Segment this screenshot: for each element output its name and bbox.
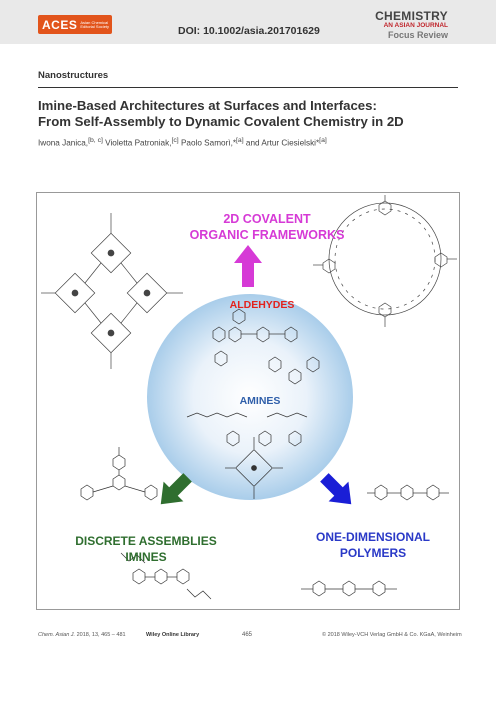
title-line-1: Imine-Based Architectures at Surfaces an…: [38, 98, 377, 113]
affiliation-mark: [b, c]: [88, 137, 103, 144]
label-1d-polymers: ONE-DIMENSIONAL POLYMERS: [293, 529, 453, 561]
article-title: Imine-Based Architectures at Surfaces an…: [38, 98, 468, 130]
figure-artwork: [41, 195, 457, 600]
affiliation-mark: [a]: [236, 137, 244, 144]
label-2d-cof: 2D COVALENT ORGANIC FRAMEWORKS: [187, 211, 347, 243]
affiliation-mark: [c]: [171, 137, 179, 144]
journal-header-bar: ACES Asian Chemical Editorial Society DO…: [0, 0, 496, 44]
doi-text[interactable]: DOI: 10.1002/asia.201701629: [178, 25, 320, 37]
author-name: Iwona Janica,: [38, 138, 89, 148]
author-name: Violetta Patroniak,: [102, 138, 172, 148]
label-2d-cof-line1: 2D COVALENT: [223, 212, 311, 226]
discrete-imine-structure: [120, 552, 212, 600]
central-glow-circle: [147, 294, 353, 500]
aldehyde-structures: [212, 308, 320, 385]
arrow-down-right-icon: [320, 473, 352, 505]
title-line-2: From Self-Assembly to Dynamic Covalent C…: [38, 114, 404, 129]
aces-logo-text: ACES: [42, 17, 78, 32]
copyright: © 2018 Wiley-VCH Verlag GmbH & Co. KGaA,…: [322, 632, 462, 638]
citation: Chem. Asian J. 2018, 13, 465 – 481: [38, 632, 126, 638]
author-name: and Artur Ciesielski*: [243, 138, 320, 148]
journal-logo: CHEMISTRY AN ASIAN JOURNAL Focus Review: [375, 10, 448, 41]
author-list: Iwona Janica,[b, c] Violetta Patroniak,[…: [38, 137, 327, 148]
label-aldehydes: ALDEHYDES: [229, 299, 295, 311]
citation-journal: Chem. Asian J.: [38, 632, 76, 638]
article-type: Focus Review: [387, 30, 448, 40]
label-1d-line2: POLYMERS: [339, 546, 407, 560]
section-heading: Nanostructures: [38, 70, 458, 88]
wiley-online-library-link[interactable]: Wiley Online Library: [146, 632, 200, 638]
author-name: Paolo Samorì,*: [178, 138, 237, 148]
label-discrete-assemblies: DISCRETE ASSEMBLIES IMINES: [61, 533, 231, 565]
journal-name: CHEMISTRY: [375, 9, 448, 23]
imine-macrocycle-structure: [313, 195, 457, 327]
label-discrete-line2: IMINES: [125, 550, 167, 564]
tripodal-acid-structure: [80, 447, 158, 501]
label-amines: AMINES: [239, 395, 281, 407]
arrow-up-icon: [234, 245, 262, 287]
label-discrete-line1: DISCRETE ASSEMBLIES: [75, 534, 217, 548]
citation-volume: 2018, 13, 465 – 481: [75, 632, 126, 638]
aces-logo-subtext: Asian Chemical Editorial Society: [80, 19, 110, 29]
amine-structures: [186, 412, 308, 499]
porphyrin-cof-structure: [41, 213, 183, 369]
polymer-structures: [301, 484, 449, 597]
aces-logo: ACES Asian Chemical Editorial Society: [38, 15, 112, 34]
arrow-down-left-icon: [160, 473, 192, 505]
page-number: 465: [242, 632, 253, 638]
graphical-abstract-figure: 2D COVALENT ORGANIC FRAMEWORKS ALDEHYDES…: [36, 192, 460, 610]
label-2d-cof-line2: ORGANIC FRAMEWORKS: [189, 228, 345, 242]
label-1d-line1: ONE-DIMENSIONAL: [316, 530, 430, 544]
affiliation-mark: [a]: [319, 137, 327, 144]
journal-subname: AN ASIAN JOURNAL: [383, 22, 448, 29]
